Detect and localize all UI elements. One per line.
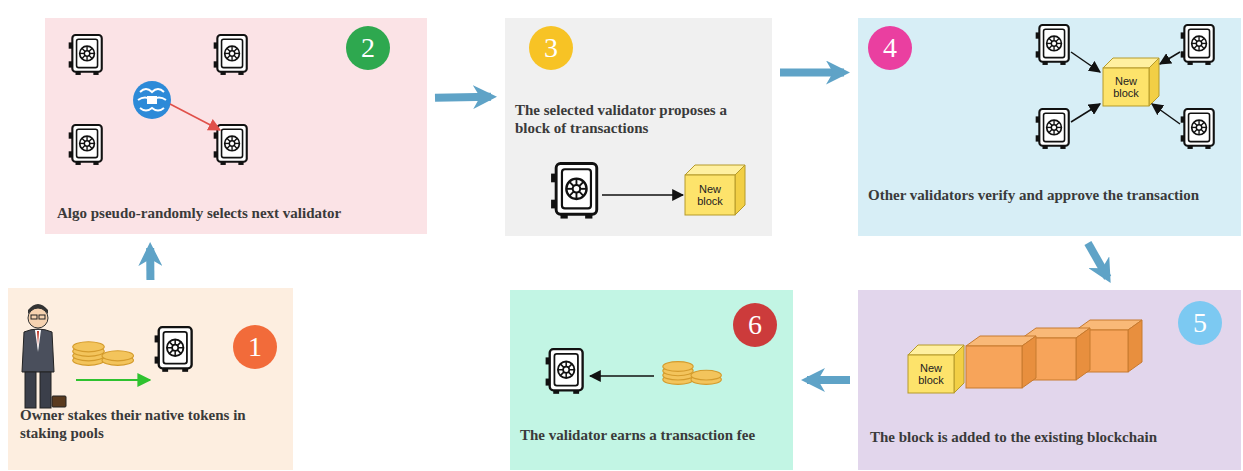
cube-front bbox=[1103, 68, 1149, 106]
safe-icon bbox=[546, 349, 583, 394]
step-caption: Algo pseudo-randomly selects next valida… bbox=[57, 204, 417, 222]
blockchain-cubes bbox=[966, 320, 1142, 388]
coins bbox=[73, 342, 134, 366]
flow-arrow bbox=[807, 376, 850, 384]
safe-icon bbox=[1181, 109, 1214, 149]
step-number-text: 5 bbox=[1178, 301, 1222, 345]
step-number: 1 bbox=[233, 325, 277, 369]
safe-icon bbox=[551, 163, 597, 218]
step-caption: Other validators verify and approve the … bbox=[868, 186, 1228, 204]
safe-icon bbox=[69, 35, 102, 75]
block-cube: New block bbox=[685, 175, 735, 215]
step-number-text: 3 bbox=[529, 26, 573, 70]
algorithm-icon bbox=[133, 81, 171, 119]
flow-arrow bbox=[435, 97, 491, 98]
cube-side bbox=[735, 165, 745, 215]
step-caption: The validator earns a transaction fee bbox=[520, 426, 785, 444]
safe-icon bbox=[214, 125, 247, 165]
step-caption: The block is added to the existing block… bbox=[870, 428, 1235, 446]
block-label: New block bbox=[1103, 75, 1149, 99]
cube-front bbox=[685, 175, 735, 215]
step-panel: 3New block The selected validator propose… bbox=[505, 18, 772, 236]
step-number: 4 bbox=[868, 26, 912, 70]
fee-arrow bbox=[590, 375, 654, 377]
step-number: 2 bbox=[346, 26, 390, 70]
coins bbox=[663, 362, 722, 385]
safe-icon bbox=[1036, 25, 1069, 65]
safe-icon bbox=[69, 125, 102, 165]
step-number-text: 4 bbox=[868, 26, 912, 70]
flow-arrow bbox=[1088, 243, 1108, 278]
step-number: 6 bbox=[733, 303, 777, 347]
safe-icon bbox=[1181, 25, 1214, 65]
block-cube: New block bbox=[908, 355, 954, 393]
select-arrow bbox=[170, 104, 220, 130]
cube-side bbox=[954, 345, 964, 393]
block-label: New block bbox=[685, 183, 735, 207]
step-number-text: 2 bbox=[346, 26, 390, 70]
cube-front bbox=[908, 355, 954, 393]
step-number: 3 bbox=[529, 26, 573, 70]
flow-arrow bbox=[146, 248, 154, 280]
owner-figure bbox=[22, 304, 66, 408]
verify-arrows bbox=[1071, 52, 1180, 124]
safe-icon bbox=[155, 327, 192, 372]
stake-arrow bbox=[76, 379, 150, 381]
propose-arrow bbox=[602, 194, 683, 196]
safe-icon bbox=[214, 35, 247, 75]
step-caption: Owner stakes their native tokens in stak… bbox=[20, 406, 270, 443]
cube-side bbox=[1149, 58, 1159, 106]
flow-arrow bbox=[780, 69, 844, 77]
step-number-text: 6 bbox=[733, 303, 777, 347]
block-cube: New block bbox=[1103, 68, 1149, 106]
step-number: 5 bbox=[1178, 301, 1222, 345]
step-caption: The selected validator proposes a block … bbox=[515, 101, 765, 138]
step-number-text: 1 bbox=[233, 325, 277, 369]
block-label: New block bbox=[908, 362, 954, 386]
safe-icon bbox=[1036, 109, 1069, 149]
